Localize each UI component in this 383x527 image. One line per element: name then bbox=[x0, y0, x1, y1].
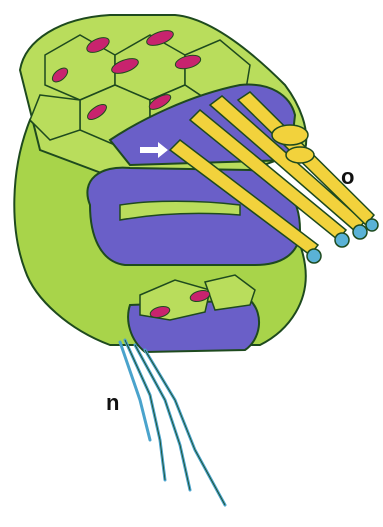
label-n: n bbox=[106, 392, 119, 414]
fiber-ends bbox=[307, 219, 378, 263]
label-o: o bbox=[341, 166, 354, 188]
